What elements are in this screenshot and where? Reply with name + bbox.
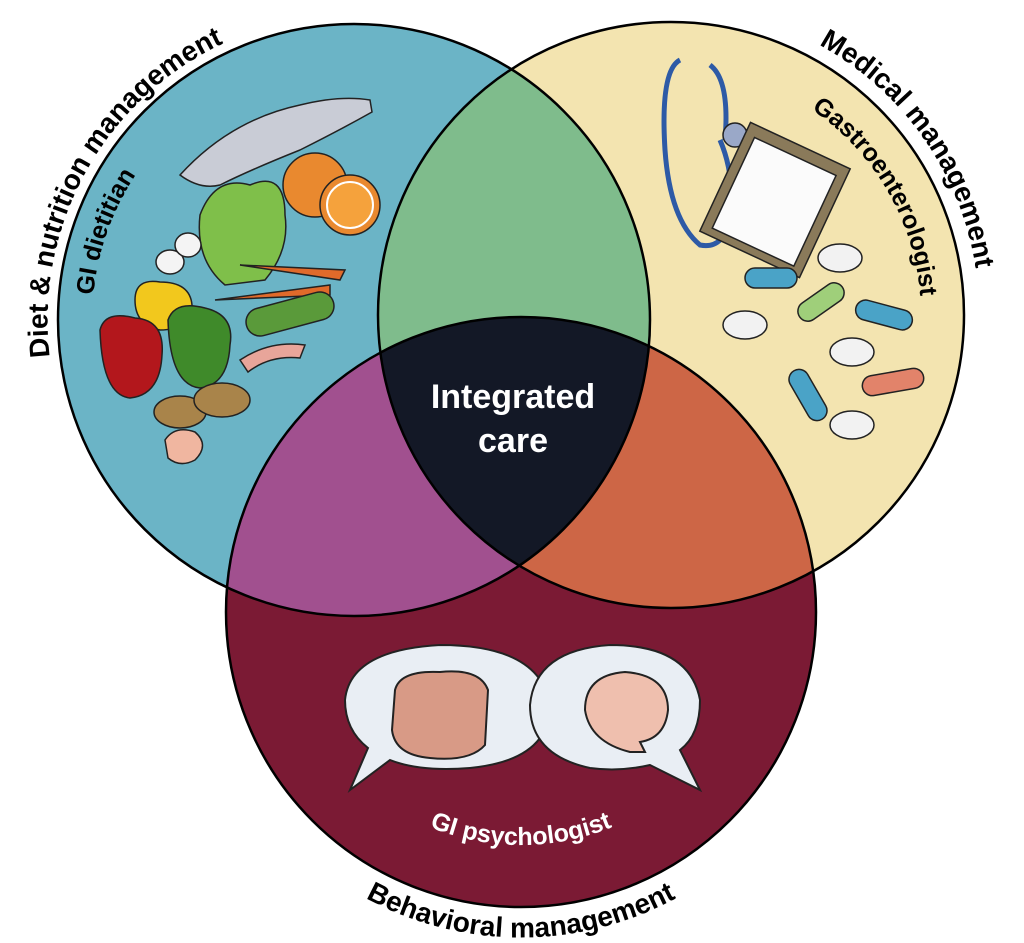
food-illustration [99, 97, 381, 465]
center-label-line1: Integrated [431, 378, 595, 416]
center-label-line2: care [478, 422, 548, 460]
shrimp-icon [164, 429, 204, 465]
gut-brain-speech-bubbles-illustration [343, 643, 703, 794]
bacon-icon [238, 343, 307, 374]
green-pepper-icon [167, 305, 232, 389]
brain-icon [583, 670, 670, 753]
egg-icon [155, 249, 185, 275]
intestine-icon [390, 670, 490, 760]
stethoscope-clipboard-pills-illustration [661, 57, 925, 440]
circle-outlines [56, 20, 966, 909]
lettuce-icon [198, 180, 287, 286]
red-pepper-icon [99, 315, 163, 399]
cucumber-icon [245, 291, 335, 337]
overlap-medical-behavioral [378, 317, 816, 608]
fish-icon [178, 97, 373, 187]
pills-icon [722, 243, 925, 440]
